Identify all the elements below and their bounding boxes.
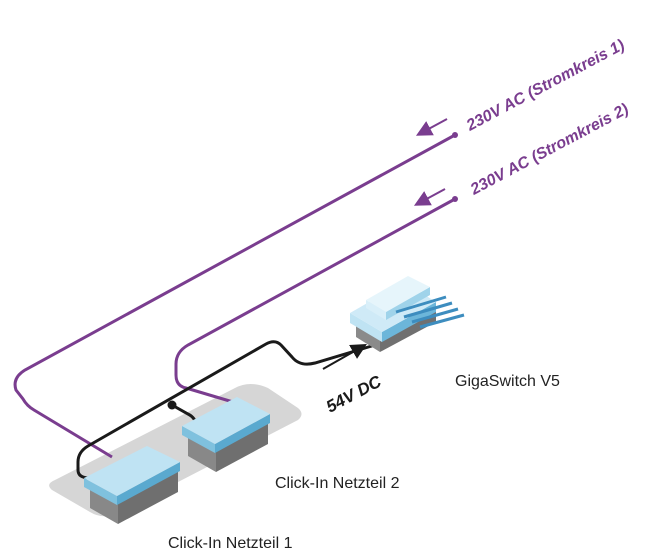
ac-arrow-1-icon xyxy=(415,118,448,136)
psu-2-label: Click-In Netzteil 2 xyxy=(275,475,400,492)
switch-device-icon xyxy=(350,276,465,352)
dc-voltage-label: 54V DC xyxy=(323,371,385,416)
dc-direction-arrow-icon xyxy=(322,344,367,370)
ac-cable-2 xyxy=(174,197,456,404)
dc-cable xyxy=(76,340,376,480)
ac-cable-2-end xyxy=(452,196,458,202)
switch-label: GigaSwitch V5 xyxy=(455,373,560,390)
psu-module-icon xyxy=(84,446,180,524)
dc-junction xyxy=(167,400,177,410)
psu-module-icon xyxy=(182,397,270,472)
ac-cable-1-end xyxy=(452,132,458,138)
ac-cable-1 xyxy=(13,133,456,459)
psu-1-label: Click-In Netzteil 1 xyxy=(168,535,293,552)
ac-arrow-2-icon xyxy=(413,188,446,206)
